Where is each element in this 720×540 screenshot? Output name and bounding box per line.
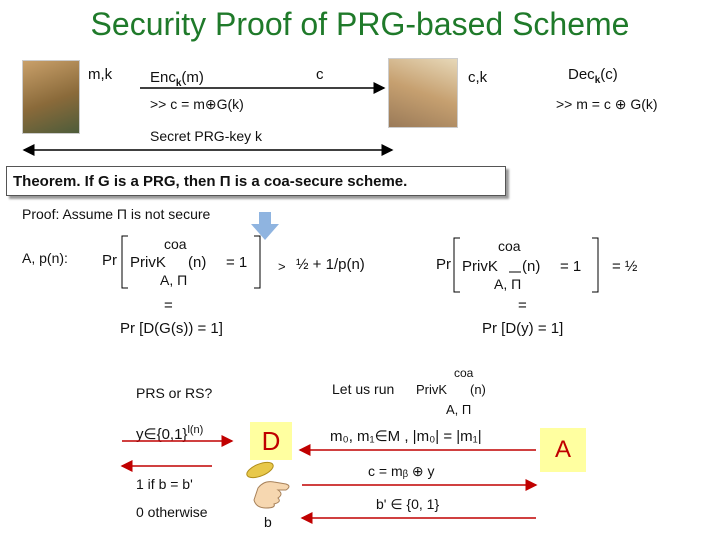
left-equals: = [164,297,173,314]
output-one: 1 if b = b' [136,476,193,492]
right-bracket-open [453,237,460,293]
enc-argument: (m) [181,69,204,86]
left-result: Pr [D(G(s)) = 1] [120,320,223,337]
distinguisher-box: D [250,422,292,460]
sage-right-image [388,58,458,128]
left-coa-label: coa [164,236,187,252]
right-eq-one: = 1 [560,258,582,275]
run-privk-label: PrivK [416,382,448,397]
receiver-input: c,k [468,69,488,86]
right-result: Pr [D(y) = 1] [482,320,564,337]
left-pr-label: Pr [102,252,117,269]
ciphertext-label: c [316,66,324,83]
decryption-label: Deck(c) [568,66,618,86]
coin-icon [246,461,274,479]
y-input: y∈{0,1}l(n) [136,424,203,443]
proof-assumption: Proof: Assume Π is not secure [22,206,211,222]
left-n-label: (n) [188,254,207,271]
adversary-label: A, p(n): [22,250,68,266]
left-privk-label: PrivK [130,254,166,271]
enc-subscript: k [175,78,182,89]
distinguisher-question: PRS or RS? [136,385,213,401]
right-equals: = [518,297,527,314]
right-bracket-close [592,237,599,293]
dec-subscript: k [594,75,601,86]
right-n-label: (n) [522,258,541,275]
left-eq-one: = 1 [226,254,248,271]
run-subscript: A, Π [446,402,472,417]
dec-name: Dec [568,66,595,83]
right-privk-label: PrivK [462,258,498,275]
decryption-step: >> m = c ⊕ G(k) [556,96,658,112]
encryption-label: Enck(m) [150,69,204,89]
sender-input: m,k [88,66,113,83]
right-pr-label: Pr [436,256,451,273]
sage-left-image [22,60,80,134]
right-half: = ½ [612,258,638,275]
y-input-exponent: l(n) [187,424,204,436]
pointing-hand-icon [253,481,290,509]
down-arrow-icon [251,212,279,240]
message-pair: m₀, m₁∈M , |m₀| = |m₁| [330,428,482,445]
left-bound: ½ + 1/p(n) [296,256,365,273]
adversary-box: A [540,428,586,472]
page-title: Security Proof of PRG-based Scheme [90,6,630,42]
left-greater-than: > [278,259,286,274]
theorem-box [6,166,506,196]
theorem-statement: Theorem. If G is a PRG, then Π is a coa-… [13,173,408,190]
left-bracket-close [254,235,261,289]
y-input-base: y∈{0,1} [136,426,188,443]
run-coa-label: coa [454,366,474,380]
right-coa-label: coa [498,238,521,254]
bit-b-label: b [264,514,272,530]
output-zero: 0 otherwise [136,504,208,520]
enc-name: Enc [150,69,176,86]
left-bracket-open [121,235,128,289]
shared-key-label: Secret PRG-key k [150,128,263,144]
dec-argument: (c) [600,66,618,83]
right-subscript: A, Π [494,276,522,292]
run-label: Let us run [332,381,395,397]
challenge-ciphertext: c = mᵦ ⊕ y [368,463,435,479]
run-n-label: (n) [470,382,486,397]
encryption-step: >> c = m⊕G(k) [150,96,244,112]
left-subscript: A, Π [160,272,188,288]
adversary-guess: b' ∈ {0, 1} [376,496,440,512]
